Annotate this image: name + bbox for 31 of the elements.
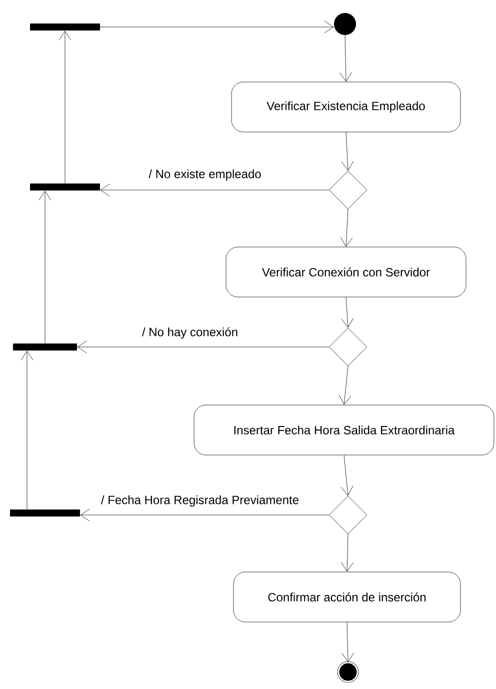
decision-diamond	[328, 328, 368, 366]
synchronization-bar	[30, 184, 100, 190]
synchronization-bar	[30, 24, 100, 30]
end-node	[337, 661, 359, 683]
edge-label: / No existe empleado	[148, 168, 262, 182]
arrow	[338, 366, 352, 405]
synchronization-bar	[10, 510, 80, 516]
arrow	[341, 132, 354, 171]
arrow	[58, 30, 72, 184]
arrow	[340, 35, 352, 82]
start-node	[334, 13, 356, 35]
arrow	[342, 622, 354, 662]
decision-diamond	[328, 170, 368, 210]
arrow	[38, 190, 52, 344]
action-box: Confirmar acción de inserción	[233, 572, 461, 622]
edge-label: / No hay conexión	[140, 326, 240, 340]
arrow	[341, 534, 354, 572]
arrow	[100, 184, 329, 196]
edge-label: / Fecha Hora Regisrada Previamente	[100, 494, 300, 508]
arrow	[340, 455, 354, 496]
action-box: Verificar Conexión con Servidor	[226, 246, 466, 298]
action-box: Verificar Existencia Empleado	[231, 82, 461, 132]
arrow	[80, 508, 329, 522]
arrow	[341, 297, 354, 328]
arrow	[77, 340, 329, 354]
synchronization-bar	[13, 344, 77, 350]
arrow	[20, 350, 34, 510]
arrow	[340, 209, 353, 247]
action-box: Insertar Fecha Hora Salida Extraordinaria	[194, 404, 494, 456]
arrow	[100, 20, 334, 34]
decision-diamond	[328, 496, 368, 534]
